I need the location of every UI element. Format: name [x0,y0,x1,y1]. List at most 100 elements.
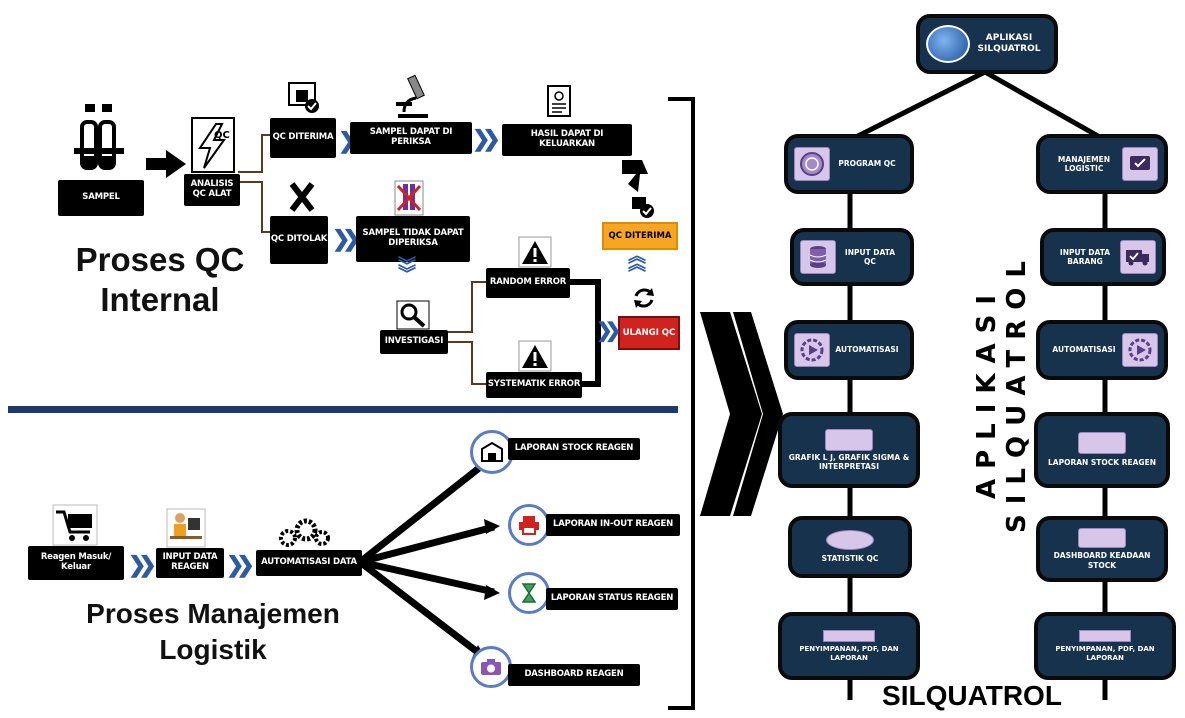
warning-icon [518,236,552,268]
investigasi-box: INVESTIGASI [380,330,448,354]
connector-line [570,279,601,387]
node-input-data-barang: INPUT DATA BARANG [1040,228,1166,286]
document-icon [823,629,875,642]
cart-icon [52,504,98,546]
monitor-check-icon [630,194,656,220]
svg-text:QC: QC [214,130,230,141]
gear-play-icon [794,333,830,367]
sample-arrow [146,150,186,178]
chevron-icon: ❯❯ [472,126,501,151]
node-label: STATISTIK QC [821,554,879,564]
chevron-icon: ❯❯ [226,552,255,577]
seal-icon [794,147,830,181]
node-automatisasi-right: AUTOMATISASI [1036,320,1168,380]
node-label: INPUT DATA QC [844,247,896,266]
node-input-data-qc: INPUT DATA QC [790,228,914,286]
refresh-icon [630,284,658,312]
chevron-icon: ❯❯ [332,226,361,251]
monitor-check-icon [286,80,322,116]
x-mark-icon [288,180,316,214]
app-top-label: APLIKASI SILQUATROL [977,32,1041,54]
qc-ditolak-box: QC DITOLAK [270,216,328,264]
random-error-box: RANDOM ERROR [486,268,570,298]
automatisasi-data-box: AUTOMATISASI DATA [256,550,362,576]
hasil-box: HASIL DAPAT DI KELUARKAN [502,124,632,156]
sampel-box: SAMPEL [58,180,144,216]
chart-icon [825,428,873,451]
dashboard-reagen-box: DASHBOARD REAGEN [508,664,640,686]
truck-icon [1122,147,1158,181]
qc-diterima-final-box: QC DITERIMA [602,222,678,250]
qc-title-line2: Internal [100,281,220,318]
node-label: PENYIMPANAN, PDF, DAN LAPORAN [799,644,899,662]
chevron-up-icon: ︽︽ [628,246,646,274]
node-label: AUTOMATISASI [835,345,899,355]
gear-play-icon [1122,333,1158,367]
magnifier-icon [396,300,430,330]
node-automatisasi-left: AUTOMATISASI [784,320,914,380]
chart-icon [1078,432,1126,455]
warning-icon [518,340,552,372]
laporan-inout-reagen-box: LAPORAN IN-OUT REAGEN [546,514,680,536]
printer-icon [508,504,550,546]
node-label: PROGRAM QC [838,159,896,169]
laporan-status-reagen-box: LAPORAN STATUS REAGEN [546,588,678,610]
node-label: LAPORAN STOCK REAGEN [1047,458,1156,468]
microscope-icon [390,72,436,122]
chevron-down-icon: ︾︾ [398,256,416,284]
node-label: PENYIMPANAN, PDF, DAN LAPORAN [1055,644,1155,662]
sampel-periksa-box: SAMPEL DAPAT DI PERIKSA [350,122,472,154]
database-icon [800,240,836,274]
truck-icon [1120,240,1156,274]
silquatrol-caption: SILQUATROL [882,680,1062,711]
test-tubes-icon [62,98,140,180]
ulangi-qc-box: ULANGI QC [618,316,680,350]
node-statistik-qc: STATISTIK QC [788,516,912,578]
chevron-icon: ❯❯ [596,320,621,342]
fanout-arrows [357,458,495,657]
logistik-title-line1: Proses Manajemen [86,598,340,629]
node-penyimpanan-right: PENYIMPANAN, PDF, DAN LAPORAN [1034,612,1176,680]
input-data-reagen-box: INPUT DATA REAGEN [156,548,224,578]
camera-icon [470,646,512,688]
hourglass-icon [508,572,550,614]
node-label: GRAFIK L J, GRAFIK SIGMA & INTERPRETASI [788,452,910,471]
node-dashboard-stock: DASHBOARD KEADAAN STOCK [1036,516,1168,582]
document-check-icon [546,84,574,120]
reagen-masuk-box: Reagen Masuk/ Keluar [28,546,124,580]
node-label: DASHBOARD KEADAAN STOCK [1053,551,1151,570]
app-top-node: APLIKASI SILQUATROL [916,14,1058,74]
qc-title-line1: Proses QC [75,241,245,278]
vertical-app-title: APLIKASI SILQUATROL [972,251,1032,533]
document-icon [1079,629,1131,642]
node-label: INPUT DATA BARANG [1059,247,1111,266]
gears-icon [276,516,332,550]
logistik-title-line2: Logistik [159,634,267,665]
logistik-section-title: Proses Manajemen Logistik [48,596,378,668]
node-laporan-stock: LAPORAN STOCK REAGEN [1034,412,1170,488]
node-label: MANAJEMEN LOGISTIC [1057,154,1111,173]
connector-line [448,341,488,385]
laporan-stock-reagen-box: LAPORAN STOCK REAGEN [508,438,640,460]
analisis-qc-box: ANALISIS QC ALAT [184,174,240,206]
node-label: AUTOMATISASI [1052,345,1116,355]
chart-icon [826,530,874,551]
sampel-tidak-box: SAMPEL TIDAK DAPAT DIPERIKSA [356,216,470,262]
node-grafik: GRAFIK L J, GRAFIK SIGMA & INTERPRETASI [778,412,920,488]
systematik-error-box: SYSTEMATIK ERROR [486,372,582,398]
node-penyimpanan-left: PENYIMPANAN, PDF, DAN LAPORAN [778,612,920,680]
node-manajemen-logistic: MANAJEMEN LOGISTIC [1036,134,1168,194]
node-program-qc: PROGRAM QC [784,134,914,194]
globe-icon [926,25,970,63]
person-at-desk-icon [166,508,206,548]
bracket [668,97,695,710]
chevron-icon: ❯❯ [128,552,157,577]
chart-icon [1078,528,1126,549]
fanout-arrowheads [472,456,500,659]
connector-line [448,281,488,333]
qc-diterima-box: QC DITERIMA [270,118,336,158]
big-chevrons [700,312,783,516]
crossed-tubes-icon [394,180,424,216]
qc-section-title: Proses QC Internal [40,240,280,320]
arrow-down-icon [618,156,652,196]
